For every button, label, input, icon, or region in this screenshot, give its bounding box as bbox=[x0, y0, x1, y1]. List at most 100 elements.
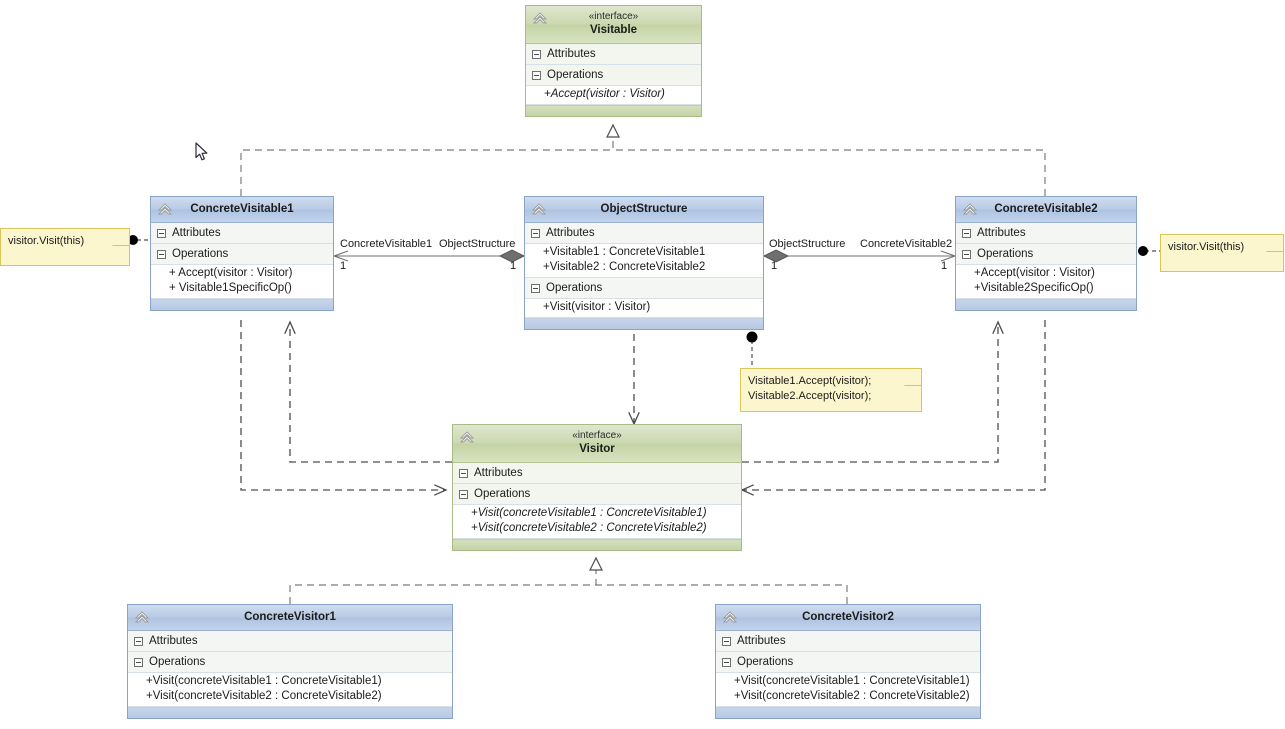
class-chevron-icon bbox=[157, 203, 173, 215]
class-header-objectstructure: ObjectStructure bbox=[525, 197, 763, 223]
operations-label: Operations bbox=[546, 282, 603, 294]
operation-item: +Visit(concreteVisitable1 : ConcreteVisi… bbox=[146, 675, 382, 687]
operation-item: +Visit(concreteVisitable1 : ConcreteVisi… bbox=[471, 507, 707, 519]
attributes-section-toggle[interactable]: Attributes bbox=[525, 223, 763, 244]
operations-section-toggle[interactable]: Operations bbox=[716, 652, 980, 673]
operations-list: +Visit(concreteVisitable1 : ConcreteVisi… bbox=[453, 505, 741, 539]
collapse-icon[interactable] bbox=[157, 249, 166, 259]
operations-label: Operations bbox=[172, 248, 229, 260]
attributes-list: +Visitable1 : ConcreteVisitable1 +Visita… bbox=[525, 244, 763, 278]
operation-item: +Accept(visitor : Visitor) bbox=[974, 267, 1095, 279]
association-mult-right-source: 1 bbox=[771, 260, 778, 272]
note-accept-calls[interactable]: Visitable1.Accept(visitor); Visitable2.A… bbox=[740, 368, 922, 412]
class-box-objectstructure[interactable]: ObjectStructure Attributes +Visitable1 :… bbox=[524, 196, 764, 330]
dependency-concretevisitable1-visitor bbox=[240, 320, 448, 496]
class-name: Visitable bbox=[589, 24, 638, 36]
class-footer bbox=[526, 105, 701, 116]
operations-list: +Accept(visitor : Visitor) +Visitable2Sp… bbox=[956, 265, 1136, 299]
interface-chevron-icon bbox=[459, 431, 475, 443]
association-label-left-source-role: ConcreteVisitable1 bbox=[340, 238, 433, 250]
operations-section-toggle[interactable]: Operations bbox=[525, 278, 763, 299]
operations-section-toggle[interactable]: Operations bbox=[526, 65, 701, 86]
collapse-icon[interactable] bbox=[459, 489, 468, 499]
operations-list: + Accept(visitor : Visitor) + Visitable1… bbox=[151, 265, 333, 299]
note-anchor-left bbox=[128, 235, 150, 245]
collapse-icon[interactable] bbox=[531, 228, 540, 238]
attributes-label: Attributes bbox=[149, 635, 198, 647]
attribute-item: +Visitable1 : ConcreteVisitable1 bbox=[543, 246, 706, 258]
operation-item: +Accept(visitor : Visitor) bbox=[544, 88, 665, 100]
realization-concretevisitable1-visitable bbox=[240, 123, 620, 196]
operations-section-toggle[interactable]: Operations bbox=[453, 484, 741, 505]
association-mult-left-source: 1 bbox=[340, 260, 347, 272]
collapse-icon[interactable] bbox=[962, 228, 971, 238]
collapse-icon[interactable] bbox=[134, 657, 143, 667]
note-text: visitor.Visit(this) bbox=[1168, 241, 1245, 253]
collapse-icon[interactable] bbox=[157, 228, 166, 238]
operations-label: Operations bbox=[547, 69, 604, 81]
operation-item: +Visitable2SpecificOp() bbox=[974, 282, 1094, 294]
class-footer bbox=[128, 707, 452, 718]
attributes-section-toggle[interactable]: Attributes bbox=[526, 44, 701, 65]
dependency-visitor-concretevisitable1 bbox=[284, 320, 452, 463]
collapse-icon[interactable] bbox=[459, 468, 468, 478]
class-chevron-icon bbox=[531, 203, 547, 215]
operations-label: Operations bbox=[149, 656, 206, 668]
attributes-section-toggle[interactable]: Attributes bbox=[128, 631, 452, 652]
collapse-icon[interactable] bbox=[722, 657, 731, 667]
class-box-visitable[interactable]: «interface» Visitable Attributes Operati… bbox=[525, 5, 702, 117]
collapse-icon[interactable] bbox=[532, 49, 541, 59]
class-footer bbox=[151, 299, 333, 310]
operations-section-toggle[interactable]: Operations bbox=[128, 652, 452, 673]
realization-concretevisitor2-visitor bbox=[596, 584, 848, 604]
operations-label: Operations bbox=[737, 656, 794, 668]
association-mult-left-target: 1 bbox=[510, 260, 517, 272]
attributes-label: Attributes bbox=[737, 635, 786, 647]
association-label-right-target-role: ConcreteVisitable2 bbox=[860, 238, 953, 250]
attributes-label: Attributes bbox=[977, 227, 1026, 239]
collapse-icon[interactable] bbox=[722, 636, 731, 646]
class-footer bbox=[525, 318, 763, 329]
operations-section-toggle[interactable]: Operations bbox=[956, 244, 1136, 265]
note-anchor-center bbox=[746, 331, 758, 368]
class-header-visitor: «interface» Visitor bbox=[453, 425, 741, 463]
association-label-right-source-role: ObjectStructure bbox=[769, 238, 846, 250]
collapse-icon[interactable] bbox=[531, 283, 540, 293]
class-box-concretevisitable1[interactable]: ConcreteVisitable1 Attributes Operations… bbox=[150, 196, 334, 311]
operations-list: +Visit(concreteVisitable1 : ConcreteVisi… bbox=[128, 673, 452, 707]
class-footer bbox=[956, 299, 1136, 310]
association-mult-right-target: 1 bbox=[941, 260, 948, 272]
note-anchor-right bbox=[1138, 246, 1160, 256]
collapse-icon[interactable] bbox=[962, 249, 971, 259]
class-header-concretevisitor2: ConcreteVisitor2 bbox=[716, 605, 980, 631]
class-chevron-icon bbox=[722, 611, 738, 623]
class-box-concretevisitable2[interactable]: ConcreteVisitable2 Attributes Operations… bbox=[955, 196, 1137, 311]
operation-item: +Visit(concreteVisitable2 : ConcreteVisi… bbox=[734, 690, 970, 702]
attributes-label: Attributes bbox=[474, 467, 523, 479]
operations-list: +Accept(visitor : Visitor) bbox=[526, 86, 701, 105]
note-right-visitor-visit[interactable]: visitor.Visit(this) bbox=[1160, 234, 1284, 272]
association-concretevisitable1-objectstructure bbox=[332, 249, 526, 263]
collapse-icon[interactable] bbox=[134, 636, 143, 646]
class-box-visitor[interactable]: «interface» Visitor Attributes Operation… bbox=[452, 424, 742, 551]
operations-section-toggle[interactable]: Operations bbox=[151, 244, 333, 265]
association-objectstructure-concretevisitable2 bbox=[762, 249, 957, 263]
class-stereotype: «interface» bbox=[572, 430, 622, 441]
attributes-section-toggle[interactable]: Attributes bbox=[453, 463, 741, 484]
attributes-label: Attributes bbox=[547, 48, 596, 60]
note-left-visitor-visit[interactable]: visitor.Visit(this) bbox=[0, 228, 130, 266]
collapse-icon[interactable] bbox=[532, 70, 541, 80]
class-name: ConcreteVisitor1 bbox=[244, 611, 336, 623]
note-text-line2: Visitable2.Accept(visitor); bbox=[748, 390, 872, 402]
operation-item: +Visit(concreteVisitable2 : ConcreteVisi… bbox=[146, 690, 382, 702]
attributes-section-toggle[interactable]: Attributes bbox=[956, 223, 1136, 244]
class-box-concretevisitor1[interactable]: ConcreteVisitor1 Attributes Operations +… bbox=[127, 604, 453, 719]
attributes-section-toggle[interactable]: Attributes bbox=[716, 631, 980, 652]
attributes-section-toggle[interactable]: Attributes bbox=[151, 223, 333, 244]
operations-label: Operations bbox=[474, 488, 531, 500]
class-box-concretevisitor2[interactable]: ConcreteVisitor2 Attributes Operations +… bbox=[715, 604, 981, 719]
class-name: ObjectStructure bbox=[600, 203, 688, 215]
operation-item: + Visitable1SpecificOp() bbox=[169, 282, 292, 294]
class-chevron-icon bbox=[962, 203, 978, 215]
